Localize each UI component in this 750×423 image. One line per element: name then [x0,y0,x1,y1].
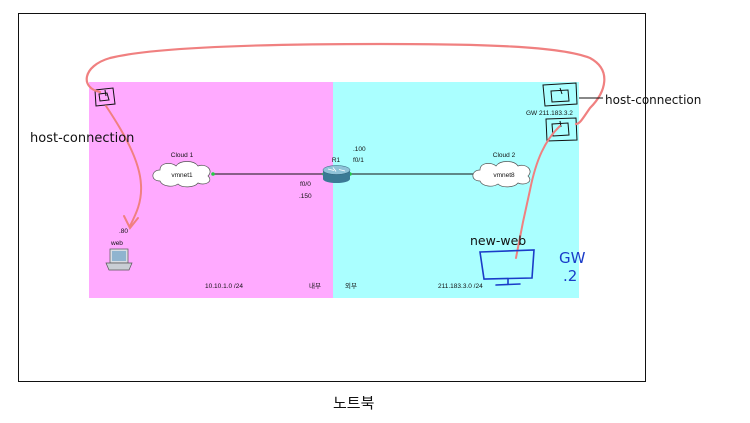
cloud1-title: Cloud 1 [171,152,194,159]
host-connection-left-icon [94,87,116,107]
pink-arrow-to-web [105,105,143,227]
pink-line-to-new-web [515,125,561,259]
pink-arrow-head [123,215,139,230]
workspace-frame [18,13,646,382]
outside-zone [333,82,579,298]
cloud2-label: vmnet8 [493,172,515,179]
router-name: R1 [332,157,341,164]
router-right-interface: f0/1 [353,157,364,164]
cloud2-title: Cloud 2 [493,152,516,159]
new-web-monitor-icon [479,249,535,286]
host-connection-right-note: host-connection [605,93,701,107]
outside-tag: 외부 [345,282,357,290]
cloud2-icon [472,161,531,188]
bottom-note: 노트북 [333,394,374,412]
pink-connection-loop [85,42,606,126]
web-host-ip: .80 [119,228,128,235]
router-left-interface: f0/0 [300,181,311,188]
inside-tag: 내부 [309,281,321,290]
cloud1-label: vmnet1 [171,172,193,179]
host-connection-right-icon [542,82,578,107]
router-left-ip: .150 [299,193,312,200]
router-icon [322,165,351,183]
link-dot [211,172,215,176]
outside-network: 211.183.3.0 /24 [438,283,483,290]
laptop-icon [105,248,133,271]
web-host-label: web [110,240,123,247]
host-connection-left-note: host-connection [30,131,134,146]
inside-zone [89,82,333,298]
gw-hand-note: GW [559,249,586,267]
inside-network: 10.10.1.0 /24 [205,283,243,290]
gw-label: GW 211.183.3.2 [526,110,573,117]
new-web-note: new-web [470,233,526,248]
router-right-ip: .100 [353,146,366,153]
cloud1-icon [152,161,211,188]
gw-hand-ip-note: .2 [563,267,577,285]
